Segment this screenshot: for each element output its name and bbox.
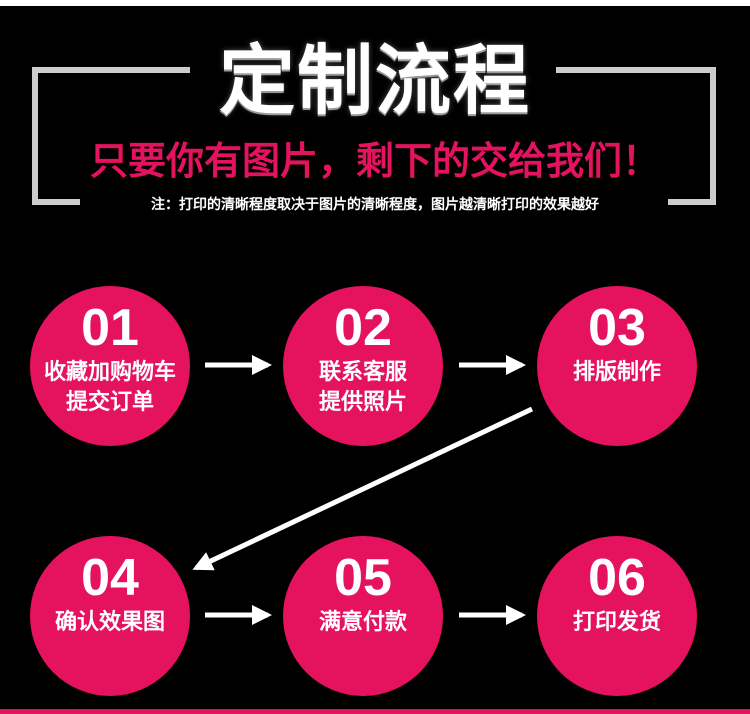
step-label: 满意付款 bbox=[318, 610, 407, 635]
step-5-circle: 05 满意付款 bbox=[283, 536, 443, 696]
flow-banner: 定制流程 只要你有图片，剩下的交给我们！ 注：打印的清晰程度取决于图片的清晰程度… bbox=[0, 6, 750, 714]
step-2-circle: 02 联系客服 提供照片 bbox=[283, 286, 443, 446]
flow-arrows bbox=[192, 355, 534, 625]
step-label: 打印发货 bbox=[572, 610, 661, 635]
step-number: 05 bbox=[334, 549, 392, 607]
step-number: 02 bbox=[334, 299, 392, 357]
step-1-circle: 01 收藏加购物车 提交订单 bbox=[30, 286, 190, 446]
step-label: 确认效果图 bbox=[54, 610, 165, 635]
header-frame bbox=[32, 67, 716, 205]
page-subtitle: 只要你有图片，剩下的交给我们！ bbox=[89, 139, 660, 183]
step-number: 01 bbox=[81, 299, 139, 357]
step-number: 03 bbox=[588, 299, 646, 357]
step-6-circle: 06 打印发货 bbox=[537, 536, 697, 696]
arrow-3-to-4 bbox=[192, 406, 534, 571]
step-4-circle: 04 确认效果图 bbox=[30, 536, 190, 696]
step-number: 06 bbox=[588, 549, 646, 607]
step-number: 04 bbox=[81, 549, 139, 607]
bottom-accent-strip bbox=[0, 709, 750, 714]
step-label: 联系客服 提供照片 bbox=[318, 360, 407, 415]
step-label: 排版制作 bbox=[572, 360, 661, 385]
print-note: 注：打印的清晰程度取决于图片的清晰程度，图片越清晰打印的效果越好 bbox=[151, 197, 599, 213]
page-title: 定制流程 bbox=[219, 36, 531, 125]
step-3-circle: 03 排版制作 bbox=[537, 286, 697, 446]
step-label: 收藏加购物车 提交订单 bbox=[43, 360, 176, 415]
